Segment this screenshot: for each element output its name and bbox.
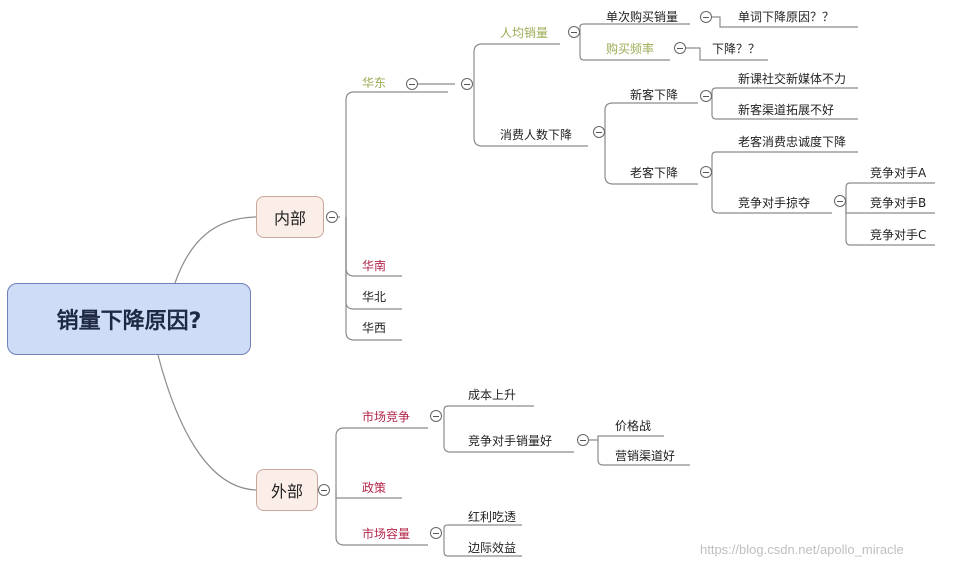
topic-new-reason-2[interactable]: 新客渠道拓展不好: [738, 103, 835, 117]
topic-single-purchase[interactable]: 单次购买销量: [606, 10, 679, 24]
collapse-internal-icon[interactable]: [326, 211, 338, 223]
topic-loyalty-decline[interactable]: 老客消费忠诚度下降: [738, 135, 847, 149]
topic-competitor-sales-good[interactable]: 竞争对手销量好: [468, 434, 553, 448]
topic-per-capita-sales[interactable]: 人均销量: [500, 26, 549, 40]
topic-single-reason[interactable]: 单词下降原因？？: [738, 10, 835, 24]
topic-south[interactable]: 华南: [362, 259, 387, 273]
topic-west[interactable]: 华西: [362, 321, 387, 335]
collapse-frequency-icon[interactable]: [674, 42, 686, 54]
topic-policy[interactable]: 政策: [362, 481, 387, 495]
topic-competitor-a[interactable]: 竞争对手A: [870, 166, 927, 180]
collapse-new-customer-icon[interactable]: [700, 90, 712, 102]
collapse-consumer-icon[interactable]: [593, 126, 605, 138]
topic-purchase-frequency[interactable]: 购买频率: [606, 42, 655, 56]
topic-old-customer-decline[interactable]: 老客下降: [630, 166, 679, 180]
topic-cost-rise[interactable]: 成本上升: [468, 388, 517, 402]
topic-marketing-channel[interactable]: 营销渠道好: [615, 449, 676, 463]
topic-north[interactable]: 华北: [362, 290, 387, 304]
topic-price-war[interactable]: 价格战: [615, 419, 652, 433]
watermark: https://blog.csdn.net/apollo_miracle: [700, 542, 904, 557]
collapse-competitor-sales-icon[interactable]: [577, 434, 589, 446]
collapse-market-competition-icon[interactable]: [430, 410, 442, 422]
topic-frequency-reason[interactable]: 下降？？: [712, 42, 761, 56]
topic-new-customer-decline[interactable]: 新客下降: [630, 88, 679, 102]
external-topic[interactable]: 外部: [256, 469, 318, 511]
topic-dividend-exhausted[interactable]: 红利吃透: [468, 510, 517, 524]
collapse-market-capacity-icon[interactable]: [430, 527, 442, 539]
collapse-old-customer-icon[interactable]: [700, 166, 712, 178]
topic-marginal-benefit[interactable]: 边际效益: [468, 541, 517, 555]
collapse-single-purchase-icon[interactable]: [700, 11, 712, 23]
collapse-east-icon[interactable]: [406, 78, 418, 90]
topic-market-capacity[interactable]: 市场容量: [362, 527, 411, 541]
collapse-east-children-icon[interactable]: [461, 78, 473, 90]
root-topic[interactable]: 销量下降原因?: [7, 283, 251, 355]
topic-consumer-decline[interactable]: 消费人数下降: [500, 128, 573, 142]
internal-topic[interactable]: 内部: [256, 196, 324, 238]
topic-market-competition[interactable]: 市场竞争: [362, 410, 411, 424]
topic-competitor-grab[interactable]: 竞争对手掠夺: [738, 196, 811, 210]
topic-east[interactable]: 华东: [362, 76, 387, 90]
topic-new-reason-1[interactable]: 新课社交新媒体不力: [738, 72, 847, 86]
collapse-per-capita-icon[interactable]: [568, 26, 580, 38]
topic-competitor-c[interactable]: 竞争对手C: [870, 228, 927, 242]
collapse-competitor-icon[interactable]: [834, 195, 846, 207]
topic-competitor-b[interactable]: 竞争对手B: [870, 196, 927, 210]
collapse-external-icon[interactable]: [318, 484, 330, 496]
